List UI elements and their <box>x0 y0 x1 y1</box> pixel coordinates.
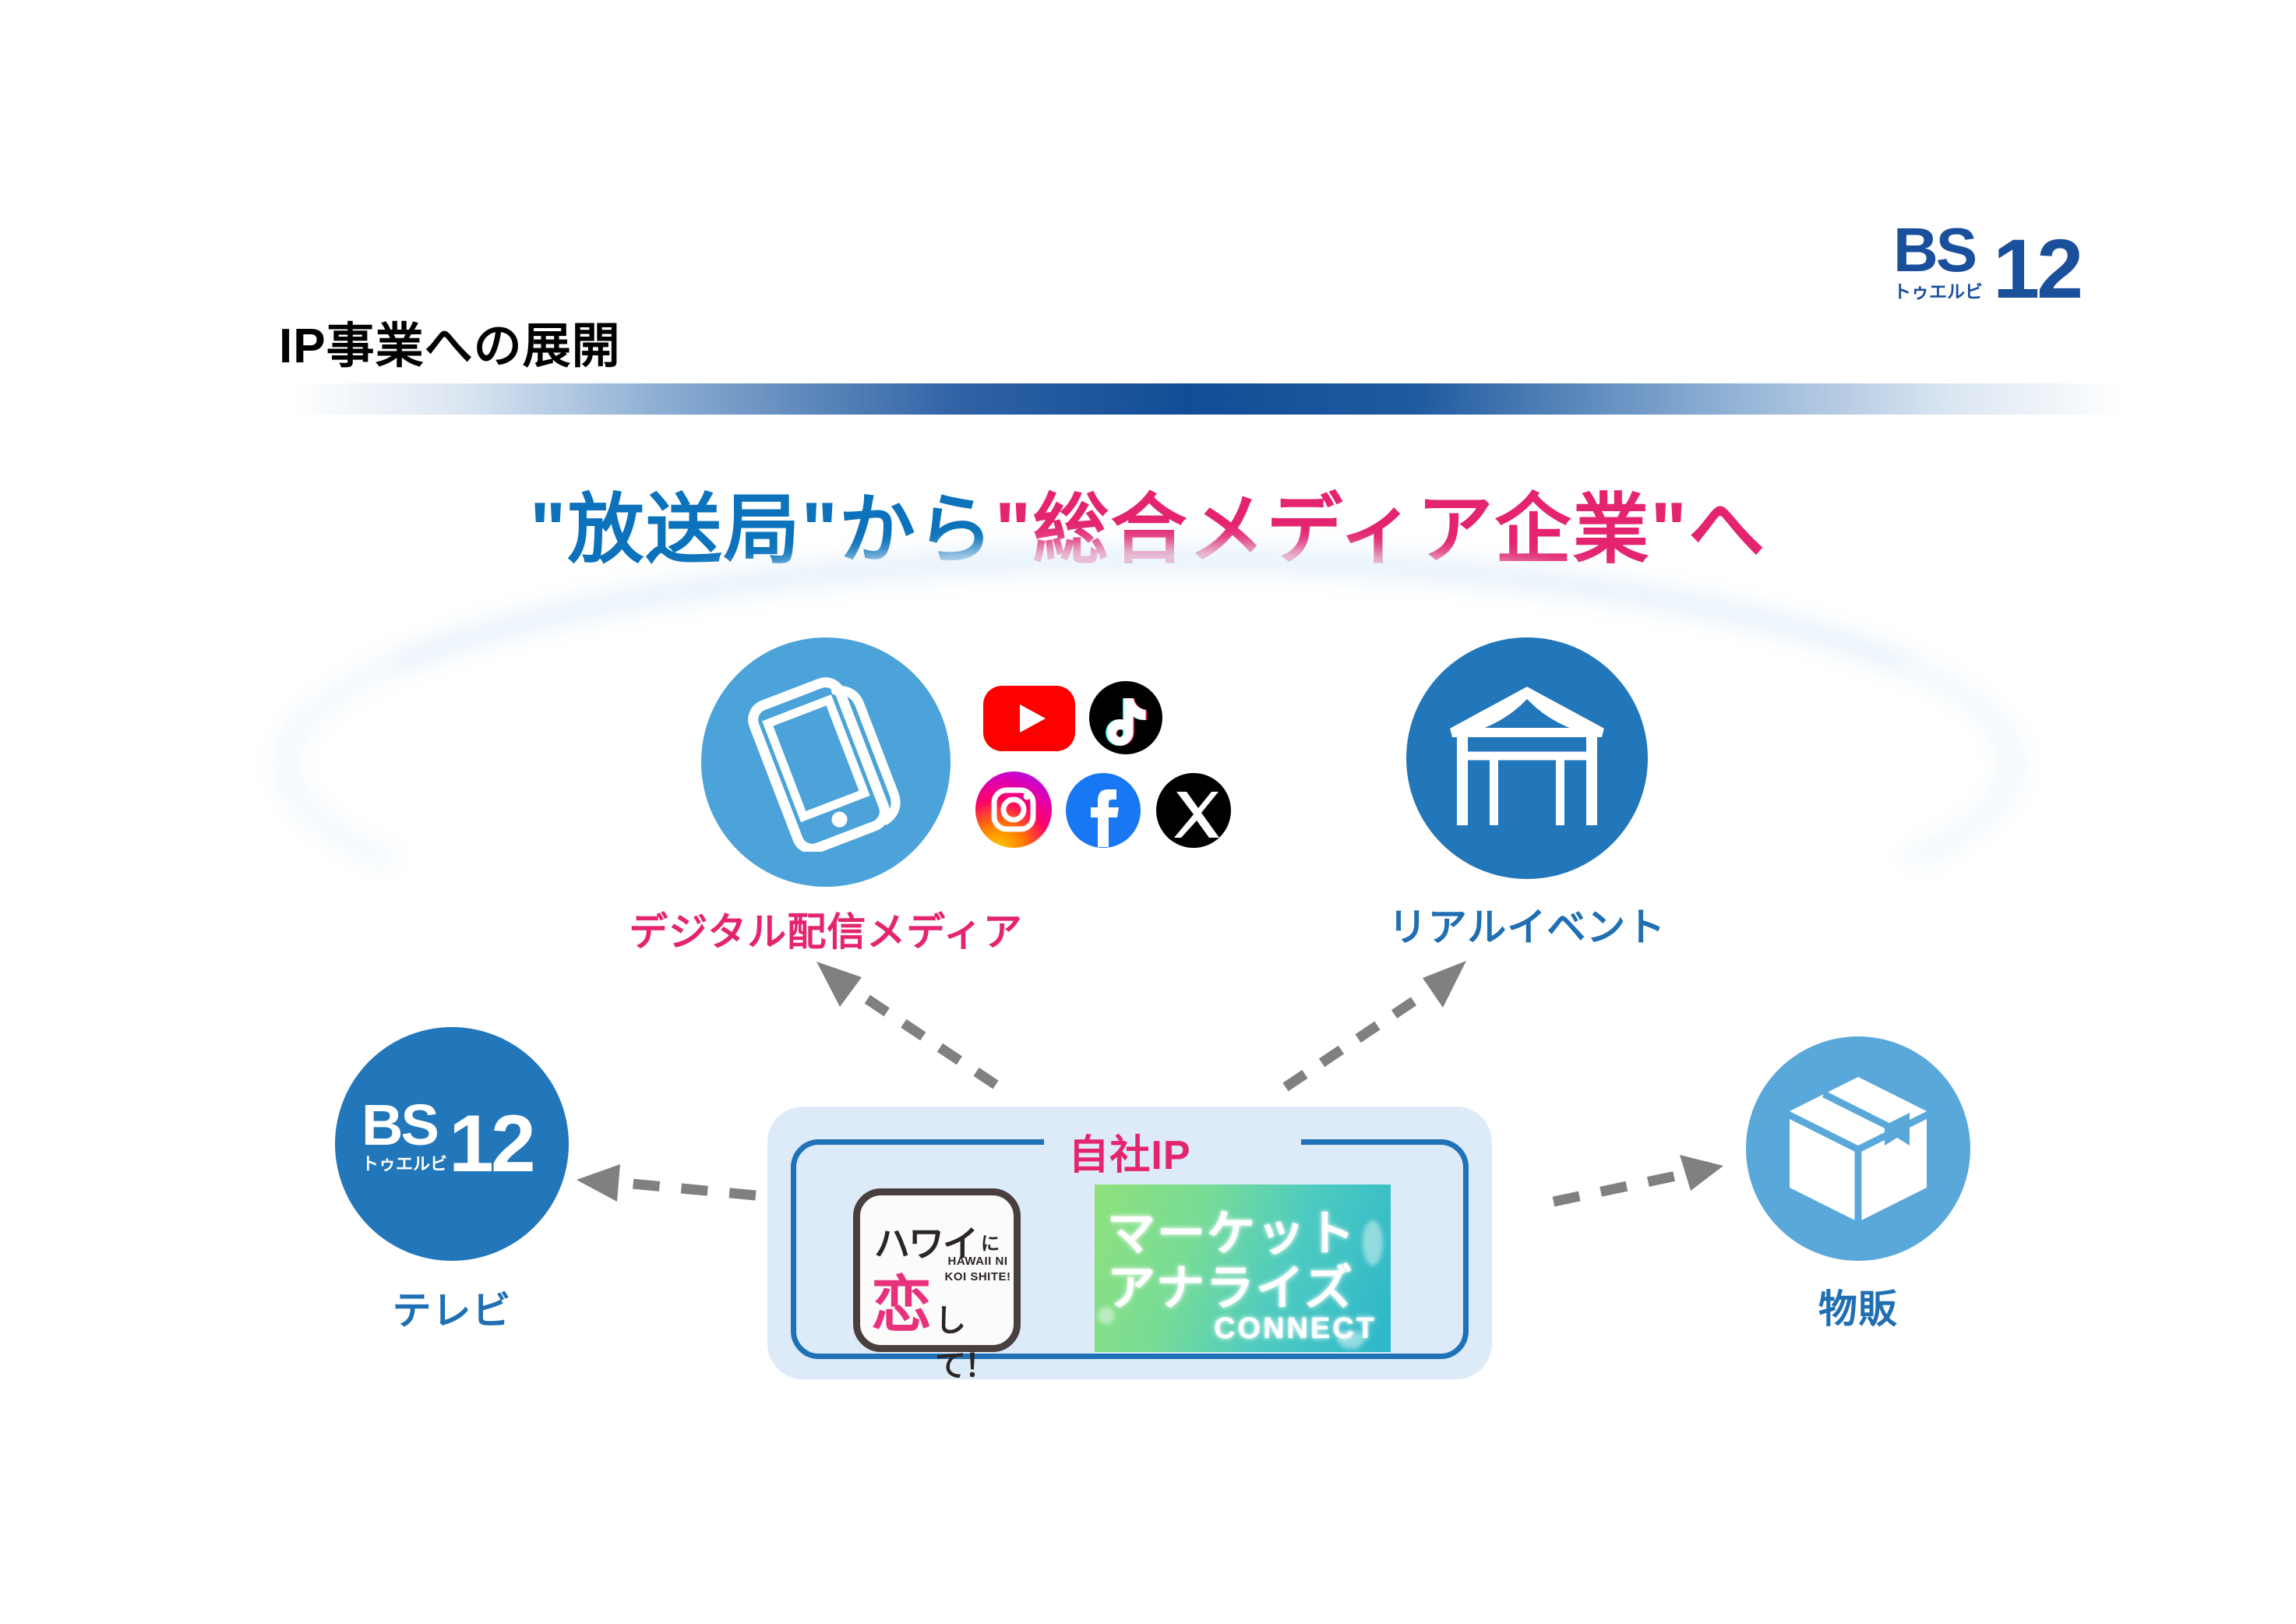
arrow-ip-to-tv <box>577 1164 757 1202</box>
market-blob-3 <box>1338 1330 1364 1349</box>
real-event-circle <box>1406 637 1648 879</box>
tent-icon <box>1450 687 1604 825</box>
goods-circle <box>1746 1036 1970 1261</box>
tiktok-icon[interactable] <box>1089 681 1162 758</box>
facebook-icon[interactable] <box>1066 773 1141 852</box>
market-logo-line3: CONNECT <box>1214 1312 1377 1345</box>
own-ip-box: 自社IP ハワイ に 恋 して！ HAWAII NI KOI SHITE! マー… <box>767 1107 1492 1383</box>
own-ip-border-gap <box>1044 1128 1301 1152</box>
brand-logo-bs: BS <box>1893 217 1976 284</box>
tv-logo-number: 12 <box>449 1099 533 1189</box>
arrow-ip-to-goods <box>1552 1155 1723 1207</box>
page-title: IP事業への展開 <box>279 320 621 373</box>
tv-logo-sub: トゥエルビ <box>362 1154 447 1174</box>
node-goods[interactable]: 物販 <box>1726 1036 1991 1334</box>
youtube-icon[interactable] <box>983 686 1075 755</box>
hawaii-ni-koi-shite-logo[interactable]: ハワイ に 恋 して！ HAWAII NI KOI SHITE! <box>853 1188 1021 1383</box>
market-logo-line2: アナライズ <box>1107 1262 1354 1315</box>
hawaii-logo-line1-small: に <box>981 1234 1000 1255</box>
real-event-label: リアルイベント <box>1388 906 1666 949</box>
tv-circle: BS トゥエルビ 12 <box>335 1027 569 1261</box>
hawaii-logo-line2: して！ <box>935 1304 996 1383</box>
node-digital-media[interactable]: デジタル配信メディア <box>623 637 1028 957</box>
node-tv[interactable]: BS トゥエルビ 12 テレビ <box>296 1027 608 1336</box>
hawaii-logo-romaji-2: KOI SHITE! <box>944 1270 1011 1283</box>
own-ip-title: 自社IP <box>1068 1133 1191 1178</box>
smartphone-icon <box>748 677 901 852</box>
market-logo-line1: マーケット <box>1107 1207 1357 1261</box>
tv-logo-bs: BS <box>362 1093 437 1157</box>
x-twitter-icon[interactable] <box>1156 773 1231 852</box>
tv-label: テレビ <box>392 1289 512 1333</box>
package-box-icon <box>1790 1077 1927 1220</box>
goods-label: 物販 <box>1818 1287 1898 1331</box>
market-analyze-connect-logo[interactable]: マーケット アナライズ CONNECT <box>1095 1184 1391 1352</box>
brand-logo-number: 12 <box>1993 221 2080 310</box>
title-divider-bar <box>234 383 2143 415</box>
hawaii-logo-line1: ハワイ <box>874 1223 979 1264</box>
arrow-ip-to-digital <box>816 962 999 1089</box>
market-blob-2 <box>1098 1307 1115 1324</box>
bs12-logo-icon: BS トゥエルビ 12 <box>362 1093 536 1189</box>
hawaii-logo-kanji: 恋 <box>871 1270 933 1339</box>
bs12-brand-logo: BS トゥエルビ 12 <box>1893 215 2127 316</box>
digital-media-label: デジタル配信メディア <box>629 910 1023 954</box>
social-media-icon-cluster <box>975 681 1240 881</box>
brand-logo-sub: トゥエルビ <box>1893 281 1983 302</box>
hawaii-logo-romaji-1: HAWAII NI <box>947 1255 1008 1268</box>
market-blob-1 <box>1363 1220 1383 1266</box>
node-real-event[interactable]: リアルイベント <box>1324 637 1730 952</box>
instagram-icon[interactable] <box>975 771 1052 852</box>
digital-media-circle <box>701 637 950 887</box>
arrow-ip-to-event <box>1282 961 1466 1092</box>
